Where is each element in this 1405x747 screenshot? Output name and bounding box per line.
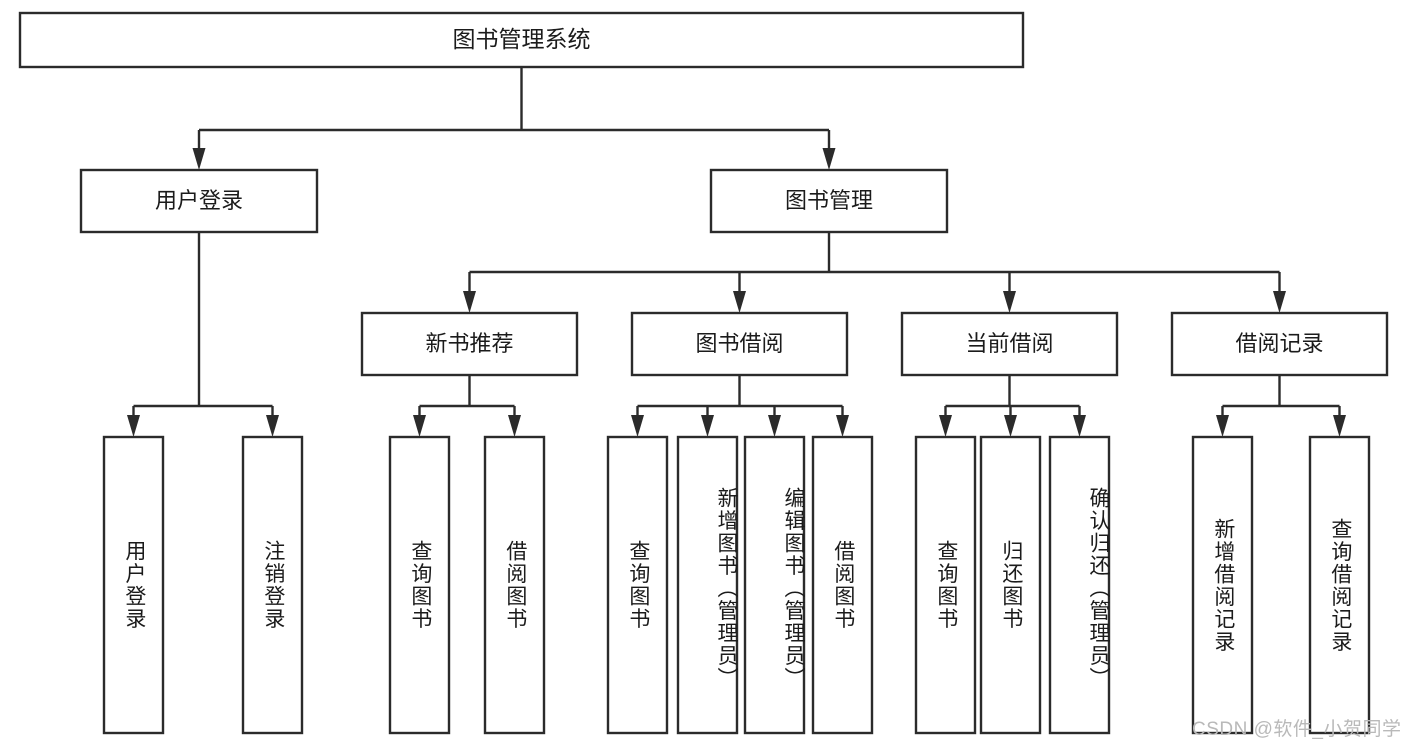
watermark: CSDN @软件_小贺同学 bbox=[1192, 719, 1402, 740]
node-leaf-add-book-admin-rect[interactable] bbox=[676, 435, 739, 735]
node-l3-book-borrow-label: 图书借阅 bbox=[695, 331, 783, 356]
connector-group-root bbox=[192, 67, 836, 170]
arrow-head-icon bbox=[463, 291, 476, 313]
node-leaf-add-borrow-record-rect[interactable] bbox=[1191, 435, 1254, 735]
node-l2-user-login-rect[interactable] bbox=[79, 168, 319, 234]
connector-group-l2-user-login bbox=[127, 232, 279, 437]
node-leaf-query-book-3[interactable] bbox=[914, 435, 977, 735]
arrow-head-icon bbox=[631, 415, 644, 437]
connector-group-l2-book-manage bbox=[463, 232, 1286, 313]
arrow-head-icon bbox=[939, 415, 952, 437]
node-leaf-borrow-book-2[interactable] bbox=[811, 435, 874, 735]
arrow-head-icon bbox=[1004, 415, 1017, 437]
node-leaf-return-book[interactable] bbox=[979, 435, 1042, 735]
arrow-head-icon bbox=[1333, 415, 1346, 437]
arrow-head-icon bbox=[836, 415, 849, 437]
arrow-head-icon bbox=[192, 148, 206, 170]
node-root-rect[interactable] bbox=[18, 11, 1025, 69]
node-leaf-add-borrow-record[interactable] bbox=[1191, 435, 1254, 735]
node-l2-book-manage-label: 图书管理 bbox=[785, 188, 873, 213]
node-leaf-query-book-1-rect[interactable] bbox=[388, 435, 451, 735]
node-l2-book-manage-rect[interactable] bbox=[709, 168, 949, 234]
arrow-head-icon bbox=[733, 291, 746, 313]
node-l3-current-borrow[interactable]: 当前借阅 bbox=[900, 311, 1119, 377]
node-l3-borrow-record-label: 借阅记录 bbox=[1235, 331, 1323, 356]
node-leaf-user-login-rect[interactable] bbox=[102, 435, 165, 735]
arrow-head-icon bbox=[768, 415, 781, 437]
arrow-head-icon bbox=[127, 415, 140, 437]
node-leaf-confirm-return-rect[interactable] bbox=[1048, 435, 1111, 735]
arrow-head-icon bbox=[508, 415, 521, 437]
arrow-head-icon bbox=[1073, 415, 1086, 437]
arrow-head-icon bbox=[413, 415, 426, 437]
node-l2-book-manage[interactable]: 图书管理 bbox=[709, 168, 949, 234]
arrow-head-icon bbox=[1273, 291, 1286, 313]
node-leaf-edit-book-admin[interactable] bbox=[743, 435, 806, 735]
connector-group-l3-book-borrow bbox=[631, 375, 849, 437]
node-leaf-borrow-book-2-rect[interactable] bbox=[811, 435, 874, 735]
node-leaf-add-book-admin[interactable] bbox=[676, 435, 739, 735]
connector-group-l3-new-book-rec bbox=[413, 375, 521, 437]
node-l3-current-borrow-rect[interactable] bbox=[900, 311, 1119, 377]
node-leaf-borrow-book-1-rect[interactable] bbox=[483, 435, 546, 735]
connector-group-l3-borrow-record bbox=[1216, 375, 1346, 437]
connector-group-l3-current-borrow bbox=[939, 375, 1086, 437]
node-l2-user-login[interactable]: 用户登录 bbox=[79, 168, 319, 234]
node-leaf-query-book-2[interactable] bbox=[606, 435, 669, 735]
arrow-head-icon bbox=[266, 415, 279, 437]
node-l3-borrow-record[interactable]: 借阅记录 bbox=[1170, 311, 1389, 377]
arrow-head-icon bbox=[1003, 291, 1016, 313]
node-leaf-user-logout-rect[interactable] bbox=[241, 435, 304, 735]
node-l3-borrow-record-rect[interactable] bbox=[1170, 311, 1389, 377]
node-l2-user-login-label: 用户登录 bbox=[155, 188, 243, 213]
arrow-head-icon bbox=[822, 148, 836, 170]
node-leaf-borrow-book-1[interactable] bbox=[483, 435, 546, 735]
node-leaf-confirm-return[interactable] bbox=[1048, 435, 1111, 735]
arrow-head-icon bbox=[701, 415, 714, 437]
node-leaf-query-book-2-rect[interactable] bbox=[606, 435, 669, 735]
node-leaf-edit-book-admin-rect[interactable] bbox=[743, 435, 806, 735]
node-leaf-user-login[interactable] bbox=[102, 435, 165, 735]
node-leaf-return-book-rect[interactable] bbox=[979, 435, 1042, 735]
node-l3-new-book-rec[interactable]: 新书推荐 bbox=[360, 311, 579, 377]
node-l3-book-borrow-rect[interactable] bbox=[630, 311, 849, 377]
node-leaf-query-book-1[interactable] bbox=[388, 435, 451, 735]
node-leaf-query-borrow-record[interactable] bbox=[1308, 435, 1371, 735]
connectors-layer bbox=[127, 67, 1346, 437]
node-root-label: 图书管理系统 bbox=[453, 26, 591, 52]
node-leaf-query-borrow-record-rect[interactable] bbox=[1308, 435, 1371, 735]
node-l3-new-book-rec-rect[interactable] bbox=[360, 311, 579, 377]
node-root[interactable]: 图书管理系统 bbox=[18, 11, 1025, 69]
arrow-head-icon bbox=[1216, 415, 1229, 437]
node-leaf-query-book-3-rect[interactable] bbox=[914, 435, 977, 735]
node-l3-book-borrow[interactable]: 图书借阅 bbox=[630, 311, 849, 377]
node-l3-current-borrow-label: 当前借阅 bbox=[965, 331, 1053, 356]
node-leaf-user-logout[interactable] bbox=[241, 435, 304, 735]
node-l3-new-book-rec-label: 新书推荐 bbox=[425, 331, 513, 356]
